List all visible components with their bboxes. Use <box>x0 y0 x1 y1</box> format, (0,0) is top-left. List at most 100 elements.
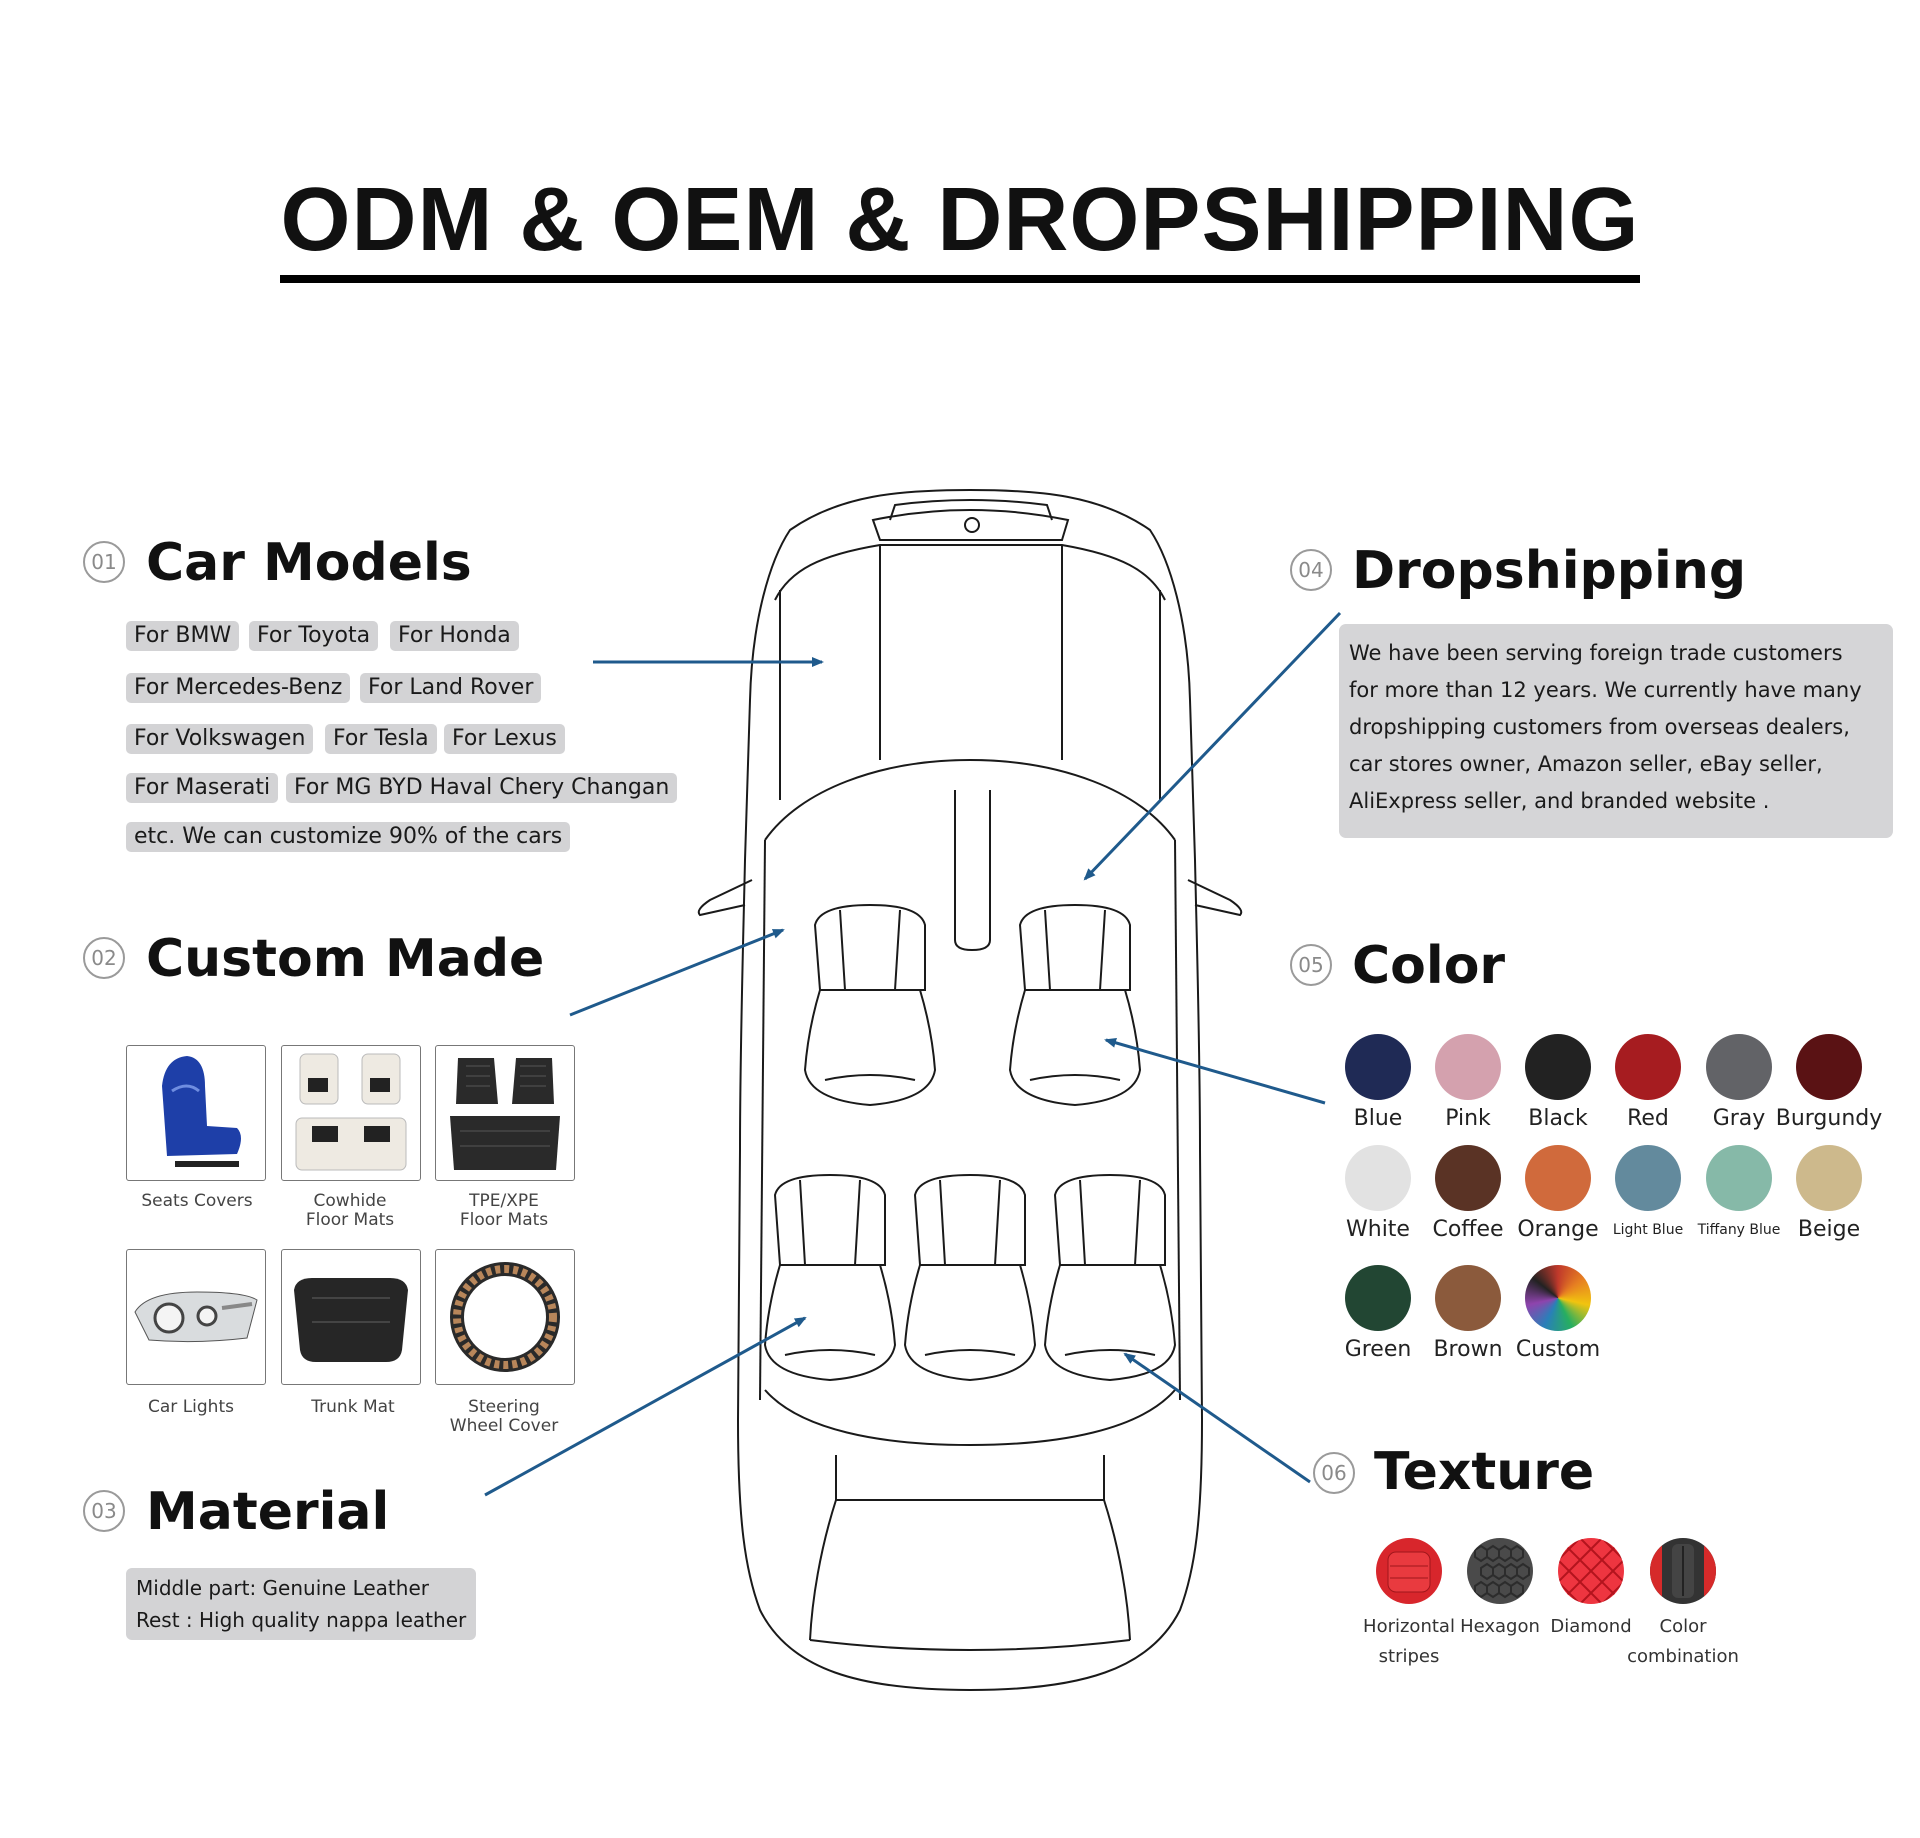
tag-customize-note: etc. We can customize 90% of the cars <box>126 822 571 852</box>
pointer-arrows <box>484 611 1342 1497</box>
swatch-blue <box>1345 1034 1411 1100</box>
product-label: Steering Wheel Cover <box>419 1398 589 1436</box>
product-car-lights <box>126 1249 266 1385</box>
swatch-red <box>1615 1034 1681 1100</box>
material-line-1: Middle part: Genuine Leather <box>136 1576 429 1600</box>
material-description: Middle part: Genuine Leather Rest : High… <box>126 1568 477 1640</box>
section-number-03: 03 <box>83 1490 125 1532</box>
seat-rear-right <box>1043 1173 1177 1382</box>
swatch-label: Burgundy <box>1775 1106 1883 1131</box>
seat-rear-middle <box>903 1173 1037 1382</box>
texture-label-line1: Color <box>1659 1616 1707 1637</box>
product-label-line2: Floor Mats <box>459 1210 549 1230</box>
swatch-label: Light Blue <box>1612 1222 1684 1238</box>
swatch-coffee <box>1435 1145 1501 1211</box>
swatch-label: Gray <box>1712 1106 1766 1131</box>
swatch-beige <box>1796 1145 1862 1211</box>
swatch-label: Pink <box>1445 1106 1491 1131</box>
arrow-dropshipping <box>1083 611 1342 881</box>
texture-label: Hexagon <box>1440 1612 1560 1642</box>
tag-maserati: For Maserati <box>126 773 279 803</box>
swatch-label: White <box>1346 1217 1410 1242</box>
horizontal-stripes-texture <box>1376 1538 1442 1604</box>
swatch-black <box>1525 1034 1591 1100</box>
tpe-floor-mats-icon <box>450 1058 560 1170</box>
arrow-color <box>1104 1037 1326 1105</box>
section-number-05: 05 <box>1290 944 1332 986</box>
swatch-custom <box>1525 1265 1591 1331</box>
car-models-heading: Car Models <box>146 533 472 593</box>
swatch-label: Red <box>1627 1106 1669 1131</box>
product-label: Seats Covers <box>112 1192 282 1211</box>
tag-tesla: For Tesla <box>325 724 437 754</box>
section-number-06: 06 <box>1313 1452 1355 1494</box>
product-label-line1: Trunk Mat <box>311 1397 395 1417</box>
swatch-label: Orange <box>1517 1217 1599 1242</box>
swatch-label: Tiffany Blue <box>1697 1222 1781 1238</box>
car-light-icon <box>134 1291 258 1343</box>
tag-mercedes-benz: For Mercedes-Benz <box>126 673 351 703</box>
tag-honda: For Honda <box>390 621 519 651</box>
dropshipping-description: We have been serving foreign trade custo… <box>1339 624 1893 838</box>
product-label-line1: TPE/XPE <box>469 1191 539 1211</box>
color-combination-texture <box>1650 1538 1716 1604</box>
product-label: Trunk Mat <box>268 1398 438 1417</box>
tag-lexus: For Lexus <box>444 724 565 754</box>
swatch-label: Beige <box>1797 1217 1861 1242</box>
product-cowhide-floor-mats <box>281 1045 421 1181</box>
seat-front-right <box>1008 903 1142 1107</box>
texture-label-line2: stripes <box>1378 1646 1440 1667</box>
car-seats <box>763 903 1177 1382</box>
car-outline <box>697 488 1243 1692</box>
material-heading: Material <box>146 1482 390 1542</box>
dropshipping-line: AliExpress seller, and branded website . <box>1349 789 1770 813</box>
material-line-2: Rest : High quality nappa leather <box>136 1608 467 1632</box>
swatch-label: Blue <box>1353 1106 1403 1131</box>
texture-label: Color combination <box>1623 1612 1743 1672</box>
page-title: ODM & OEM & DROPSHIPPING <box>0 175 1920 283</box>
dropshipping-line: car stores owner, Amazon seller, eBay se… <box>1349 752 1823 776</box>
section-number-01: 01 <box>83 541 125 583</box>
seat-front-left <box>803 903 937 1107</box>
swatch-green <box>1345 1265 1411 1331</box>
section-number-04: 04 <box>1290 549 1332 591</box>
swatch-orange <box>1525 1145 1591 1211</box>
product-steering-wheel-cover <box>435 1249 575 1385</box>
swatch-label: Custom <box>1515 1337 1601 1362</box>
swatch-label: Brown <box>1433 1337 1503 1362</box>
product-label: Cowhide Floor Mats <box>265 1192 435 1230</box>
product-label: TPE/XPE Floor Mats <box>419 1192 589 1230</box>
tag-mg-byd-haval-chery-changan: For MG BYD Haval Chery Changan <box>286 773 678 803</box>
arrow-texture <box>1123 1352 1311 1484</box>
texture-label: Diamond <box>1531 1612 1651 1642</box>
arrow-custom-made <box>569 928 785 1017</box>
product-label-line2: Wheel Cover <box>449 1416 559 1436</box>
custom-made-heading: Custom Made <box>146 929 545 989</box>
swatch-pink <box>1435 1034 1501 1100</box>
trunk-mat-icon <box>294 1278 408 1362</box>
dropshipping-heading: Dropshipping <box>1352 541 1747 601</box>
cowhide-floor-mats-icon <box>295 1053 407 1171</box>
texture-label-line1: Diamond <box>1550 1616 1632 1637</box>
diamond-texture <box>1558 1538 1624 1604</box>
swatch-burgundy <box>1796 1034 1862 1100</box>
seat-rear-left <box>763 1173 897 1382</box>
product-label-line1: Steering <box>468 1397 540 1417</box>
product-seat-covers <box>126 1045 266 1181</box>
texture-label: Horizontal stripes <box>1349 1612 1469 1672</box>
texture-label-line2: combination <box>1627 1646 1739 1667</box>
color-heading: Color <box>1352 936 1506 996</box>
steering-wheel-cover-icon <box>450 1262 560 1372</box>
swatch-gray <box>1706 1034 1772 1100</box>
texture-label-line1: Horizontal <box>1363 1616 1455 1637</box>
swatch-label: Black <box>1528 1106 1588 1131</box>
hexagon-texture <box>1467 1538 1533 1604</box>
swatch-label: Green <box>1344 1337 1412 1362</box>
product-tpe-floor-mats <box>435 1045 575 1181</box>
swatch-tiffany-blue <box>1706 1145 1772 1211</box>
texture-heading: Texture <box>1374 1442 1595 1502</box>
swatch-white <box>1345 1145 1411 1211</box>
dropshipping-line: for more than 12 years. We currently hav… <box>1349 678 1862 702</box>
swatch-brown <box>1435 1265 1501 1331</box>
